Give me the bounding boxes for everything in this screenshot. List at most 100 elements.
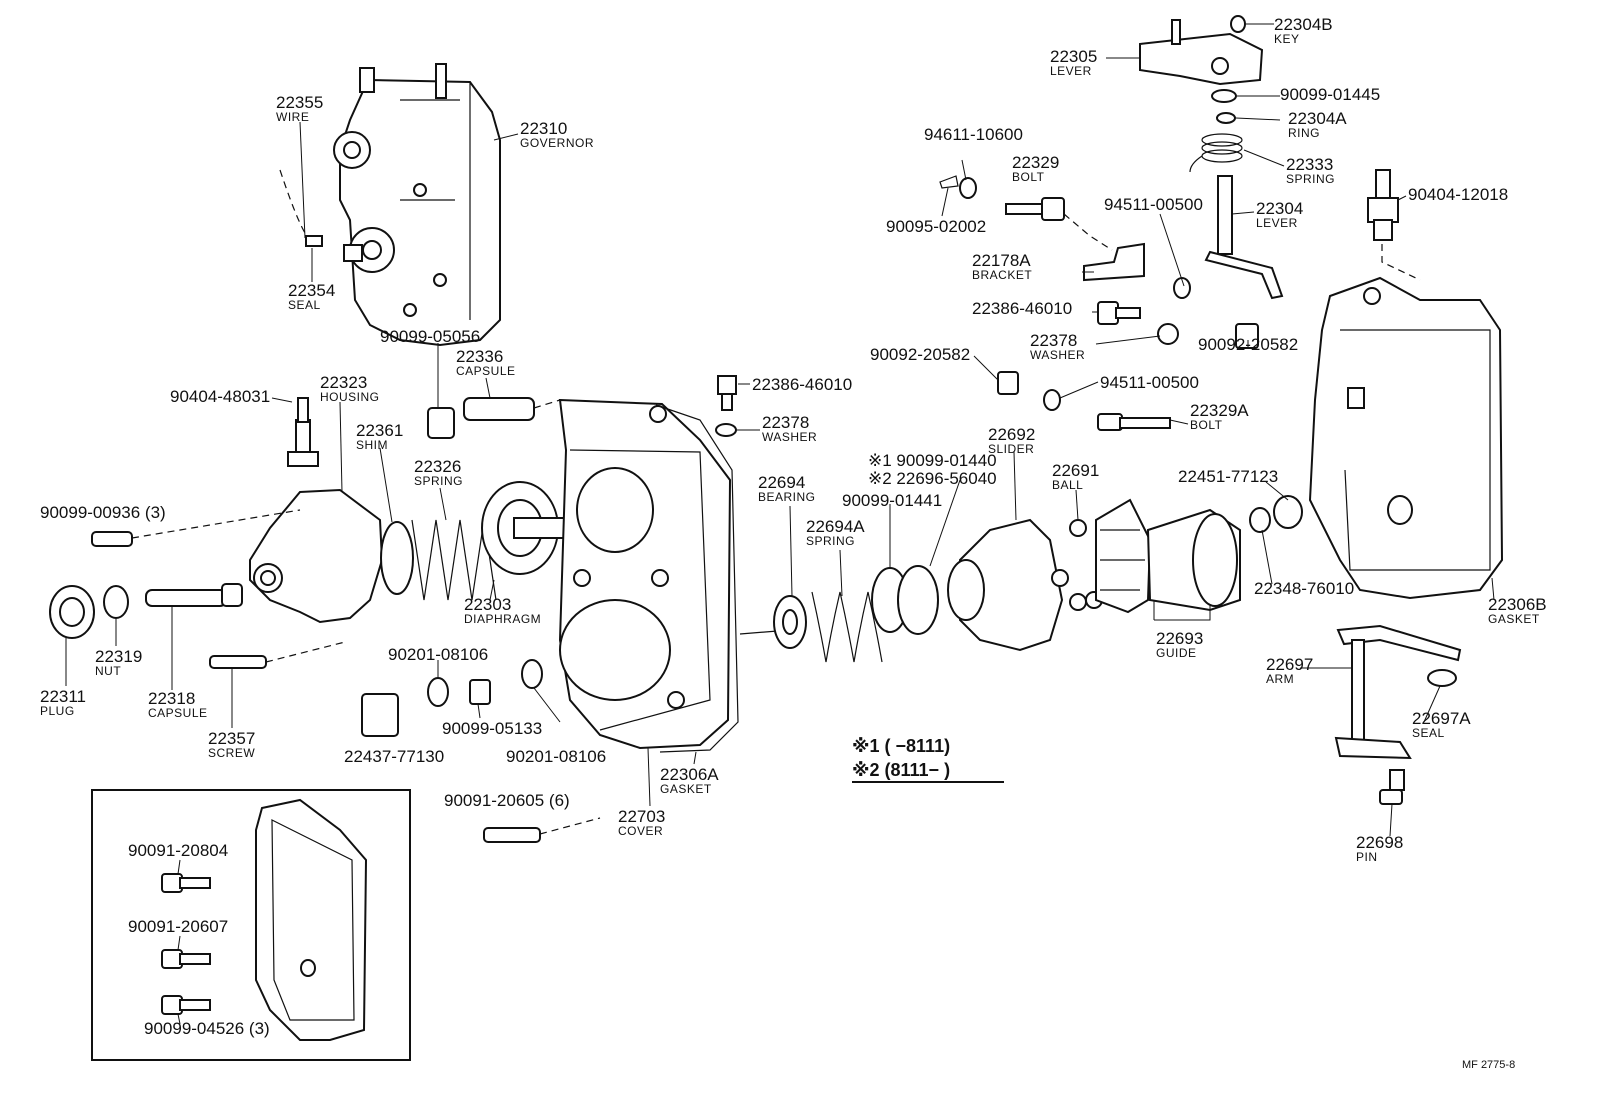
callout-90201-08106-b[interactable]: 90201-08106 <box>506 747 606 766</box>
callout-22437-77130[interactable]: 22437-77130 <box>344 747 444 766</box>
callout-90404-48031[interactable]: 90404-48031 <box>170 387 270 406</box>
callout-90404-12018[interactable]: 90404-12018 <box>1408 185 1508 204</box>
bracket-22178A[interactable] <box>1083 242 1145 282</box>
seal-22697A[interactable] <box>1427 669 1457 687</box>
nut-90092-20582-b[interactable] <box>1235 323 1259 349</box>
callout-90095-02002[interactable]: 90095-02002 <box>886 217 986 236</box>
ball-22691[interactable] <box>1051 519 1103 611</box>
pin-90095-02002[interactable] <box>939 175 959 189</box>
callout-22348-76010[interactable]: 22348-76010 <box>1254 579 1354 598</box>
housing-assembly[interactable] <box>249 397 384 624</box>
bearing-22694[interactable] <box>739 595 807 649</box>
callout-94511-00500-b[interactable]: 94511-00500 <box>1104 195 1203 214</box>
washer-22348-76010[interactable] <box>1249 507 1271 533</box>
bolt-90091-20605[interactable] <box>483 827 541 843</box>
lever-22304[interactable] <box>1204 175 1284 300</box>
bolt-22386-46010-b[interactable] <box>1097 301 1141 325</box>
callout-90099-04526[interactable]: 90099-04526 (3) <box>144 1019 270 1038</box>
bolt-22386-46010-a[interactable] <box>717 375 737 395</box>
lever-22305[interactable] <box>1139 19 1264 86</box>
nut-90092-20582-a[interactable] <box>997 371 1019 395</box>
callout-22451-77123[interactable]: 22451-77123 <box>1178 467 1278 486</box>
capsule-22318[interactable] <box>145 583 243 607</box>
bolt-90091-20804[interactable] <box>161 873 211 893</box>
callout-90099-05056[interactable]: 90099-05056 <box>380 327 480 346</box>
callout-90099-01445[interactable]: 90099-01445 <box>1280 85 1380 104</box>
callout-90092-20582-a[interactable]: 90092-20582 <box>870 345 970 364</box>
key-22304B[interactable] <box>1230 15 1246 33</box>
diaphragm-22303[interactable] <box>481 481 565 575</box>
callout-90099-01441[interactable]: 90099-01441 <box>842 491 942 510</box>
washer-22378-b[interactable] <box>1157 323 1179 345</box>
callout-22696-56040[interactable]: ※2 22696-56040 <box>868 469 997 488</box>
callout-90091-20607[interactable]: 90091-20607 <box>128 917 228 936</box>
washer-94511-00500-b[interactable] <box>1173 277 1191 299</box>
bolt-90091-20607[interactable] <box>161 949 211 969</box>
bolt-90099-04526[interactable] <box>161 995 211 1015</box>
housing-22306B[interactable] <box>1308 276 1504 600</box>
callout-90091-20605[interactable]: 90091-20605 (6) <box>444 791 570 810</box>
seal-22354[interactable] <box>305 235 323 247</box>
washer-90201-08106-b[interactable] <box>521 659 543 689</box>
nut-22319[interactable] <box>103 585 129 619</box>
callout-90201-08106-a[interactable]: 90201-08106 <box>388 645 488 664</box>
washer-90201-08106-a[interactable] <box>427 677 449 707</box>
fitting-90404-12018[interactable] <box>1367 169 1399 241</box>
bolt-22329A[interactable] <box>1097 413 1171 431</box>
cover-22703[interactable] <box>558 398 732 750</box>
callout-90099-00936[interactable]: 90099-00936 (3) <box>40 503 166 522</box>
washer-94611-10600[interactable] <box>959 177 977 199</box>
ring-22304A[interactable] <box>1216 112 1236 124</box>
washer-22378-a[interactable] <box>715 423 737 437</box>
guide-22693[interactable] <box>1095 498 1241 614</box>
callout-94611-10600[interactable]: 94611-10600 <box>924 125 1023 144</box>
pin-22698[interactable] <box>1379 769 1405 805</box>
callout-90099-05133[interactable]: 90099-05133 <box>442 719 542 738</box>
nut-90099-05056[interactable] <box>427 407 455 439</box>
spring-22333[interactable] <box>1189 133 1243 173</box>
callout-90092-20582-b[interactable]: 90092-20582 <box>1198 335 1298 354</box>
shim-22361[interactable] <box>380 521 414 595</box>
screw-22357[interactable] <box>209 655 267 669</box>
bolt-22329[interactable] <box>1005 197 1065 221</box>
gasket-22306A[interactable] <box>655 404 739 753</box>
callout-22386-46010-b[interactable]: 22386-46010 <box>972 299 1072 318</box>
nut-22437-77130[interactable] <box>361 693 399 737</box>
slider-22692[interactable] <box>947 518 1064 652</box>
screw-90099-00936[interactable] <box>91 531 133 547</box>
shim-90099-01440[interactable] <box>897 565 939 635</box>
spring-22694A[interactable] <box>811 591 883 663</box>
plug-22311[interactable] <box>49 585 95 639</box>
arm-22697[interactable] <box>1334 624 1462 760</box>
callout-22386-46010-a[interactable]: 22386-46010 <box>752 375 852 394</box>
ring-22451-77123[interactable] <box>1273 495 1303 529</box>
callout-90099-01440[interactable]: ※1 90099-01440 <box>868 451 997 470</box>
